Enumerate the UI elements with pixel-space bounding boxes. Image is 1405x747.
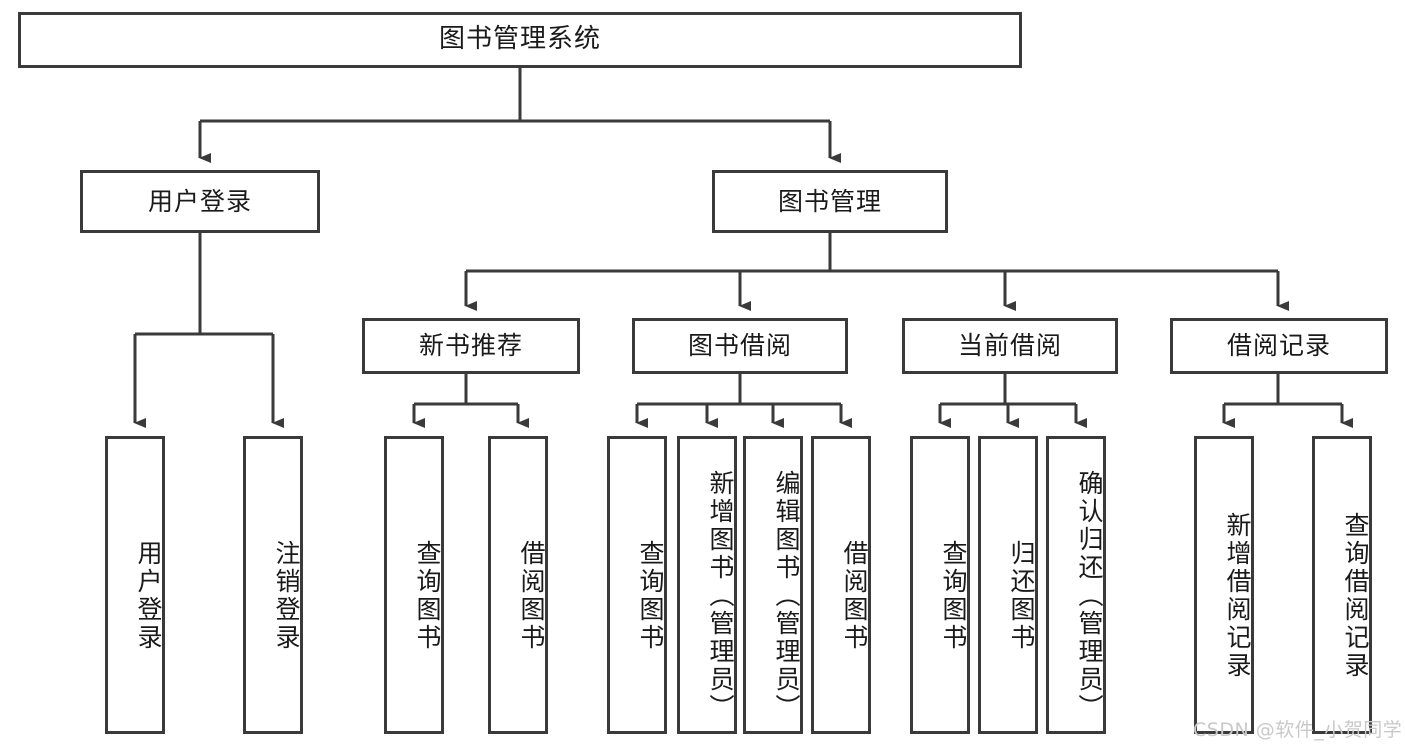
- leaf-label: 归还图书: [1007, 540, 1036, 652]
- leaf-label: 新增图书（管理员）: [706, 470, 735, 722]
- node-new-book-recommend[interactable]: 新书推荐: [362, 318, 580, 374]
- leaf-current-borrow-return[interactable]: 归还图书: [978, 436, 1038, 734]
- leaf-label: 注销登录: [272, 540, 301, 652]
- leaf-borrow-record-add[interactable]: 新增借阅记录: [1194, 436, 1254, 734]
- leaf-label: 查询图书: [636, 540, 665, 652]
- leaf-book-borrow-edit[interactable]: 编辑图书（管理员）: [743, 436, 803, 734]
- node-borrow-record[interactable]: 借阅记录: [1170, 318, 1388, 374]
- node-book-borrow[interactable]: 图书借阅: [632, 318, 848, 374]
- leaf-label: 查询图书: [939, 540, 968, 652]
- leaf-user-login-login[interactable]: 用户登录: [105, 436, 165, 734]
- csdn-watermark: CSDN @软件_小贺同学: [1193, 719, 1403, 741]
- leaf-label: 借阅图书: [840, 540, 869, 652]
- node-current-borrow[interactable]: 当前借阅: [902, 318, 1118, 374]
- leaf-label: 借阅图书: [517, 540, 546, 652]
- leaf-label: 编辑图书（管理员）: [772, 470, 801, 722]
- leaf-label: 查询借阅记录: [1341, 512, 1370, 680]
- leaf-book-borrow-query[interactable]: 查询图书: [607, 436, 667, 734]
- leaf-borrow-record-query[interactable]: 查询借阅记录: [1312, 436, 1372, 734]
- leaf-label: 查询图书: [413, 540, 442, 652]
- node-book-management[interactable]: 图书管理: [712, 170, 948, 233]
- leaf-user-login-logout[interactable]: 注销登录: [243, 436, 303, 734]
- leaf-current-borrow-confirm[interactable]: 确认归还（管理员）: [1046, 436, 1106, 734]
- leaf-book-borrow-add[interactable]: 新增图书（管理员）: [677, 436, 737, 734]
- node-user-login[interactable]: 用户登录: [80, 170, 320, 233]
- leaf-new-book-query[interactable]: 查询图书: [384, 436, 444, 734]
- node-root-system[interactable]: 图书管理系统: [18, 12, 1022, 68]
- leaf-current-borrow-query[interactable]: 查询图书: [910, 436, 970, 734]
- leaf-label: 确认归还（管理员）: [1075, 470, 1104, 722]
- leaf-book-borrow-borrow[interactable]: 借阅图书: [811, 436, 871, 734]
- leaf-label: 用户登录: [134, 540, 163, 652]
- leaf-label: 新增借阅记录: [1223, 512, 1252, 680]
- leaf-new-book-borrow[interactable]: 借阅图书: [488, 436, 548, 734]
